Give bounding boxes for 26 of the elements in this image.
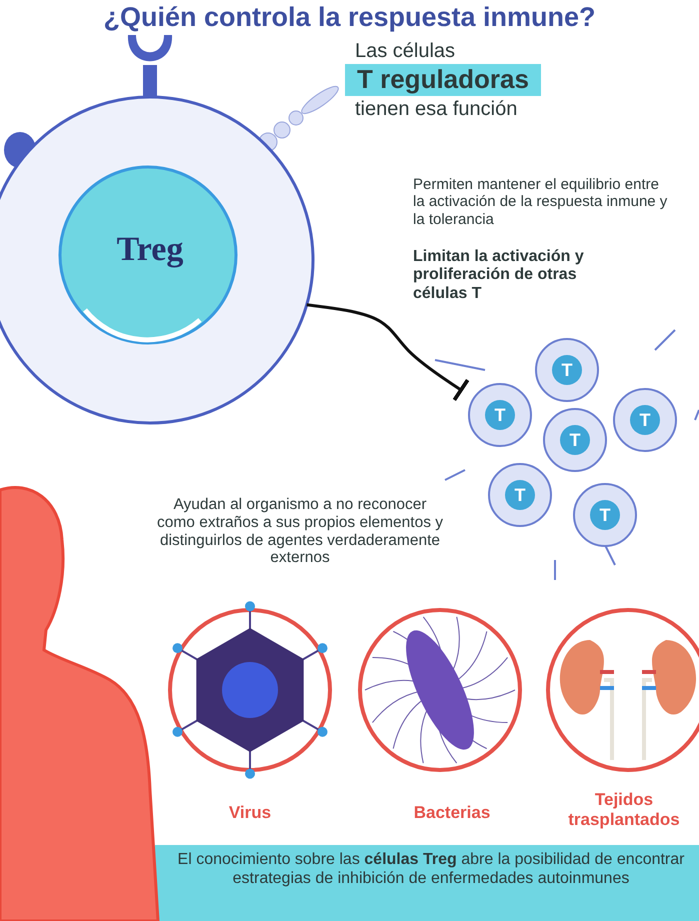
t-cell: [573, 483, 637, 547]
inhibition-connector: [306, 303, 470, 402]
t-cell: [613, 388, 677, 452]
category-label: Bacterias: [412, 803, 492, 823]
description-text: Limitan la activación y proliferación de otras células T: [413, 248, 585, 304]
cell-label: T: [514, 484, 526, 506]
cell-label: T: [560, 359, 574, 381]
category-label: Virus: [228, 803, 272, 823]
t-cell: [535, 338, 599, 402]
description-text: Ayudan al organismo a no reconocer como extraños a sus propios elementos y distinguirlos de agentes verdaderamente externos: [156, 496, 444, 568]
cell-label: T: [638, 409, 652, 431]
intro-text: tienen esa función: [355, 98, 518, 121]
t-cell: [468, 383, 532, 447]
footer-text: El conocimiento sobre las células Treg abre la posibilidad de encontrar estrategias de inhibición de enfermedades autoinmunes: [176, 850, 686, 888]
highlighted-heading: T reguladoras: [345, 64, 541, 96]
cell-label: T: [598, 504, 612, 526]
title: ¿Quién controla la respuesta inmune?: [102, 2, 597, 34]
intro-text: Las células: [355, 40, 456, 63]
treg-cell: [0, 95, 315, 425]
description-text: Permiten mantener el equilibrio entre la activación de la respuesta inmune y la tolerancia: [413, 176, 668, 228]
category-label: Tejidos trasplantados: [567, 790, 681, 830]
cell-label: T: [494, 404, 506, 426]
t-cell: [488, 463, 552, 527]
t-cell: [543, 408, 607, 472]
cell-label: T: [568, 429, 582, 451]
cell-label: Treg: [116, 231, 184, 269]
